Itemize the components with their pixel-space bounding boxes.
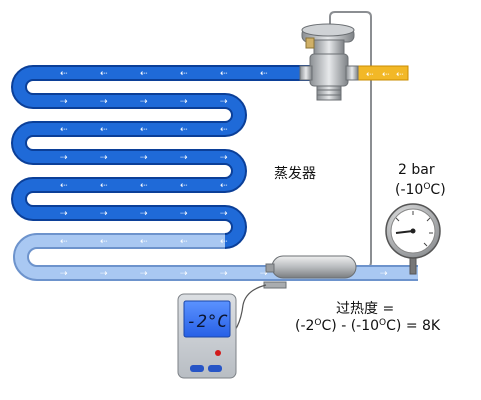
- pressure-temp-close: C): [430, 182, 446, 198]
- flow-arrow: ⇢: [60, 269, 68, 279]
- flow-arrow: ⇢: [380, 269, 388, 279]
- flow-arrow: ⇠: [180, 125, 188, 135]
- flow-arrow: ⇠: [60, 125, 68, 135]
- flow-arrow: ⇠: [180, 237, 188, 247]
- degree-mark: O: [423, 182, 431, 192]
- evaporator-coil: [11, 65, 310, 249]
- flow-arrow: ⇢: [140, 269, 148, 279]
- digital-thermometer: -2°C: [177, 293, 237, 379]
- thermo-button-left[interactable]: [190, 365, 204, 372]
- degree-mark: O: [379, 318, 387, 328]
- pressure-temp-label: (-10OC): [395, 182, 446, 198]
- flow-arrow: ⇢: [220, 97, 228, 107]
- flow-arrow: ⇢: [100, 209, 108, 219]
- flow-arrow: ⇢: [60, 153, 68, 163]
- flow-arrow: ⇠: [220, 125, 228, 135]
- flow-arrow: ⇠: [220, 69, 228, 79]
- sensing-bulb: [265, 255, 357, 279]
- svg-text:⇠: ⇠: [396, 70, 404, 80]
- flow-arrow: ⇠: [220, 181, 228, 191]
- flow-arrow: ⇢: [260, 269, 268, 279]
- eq-part-b: C) - (-10: [321, 318, 380, 334]
- flow-arrow: ⇠: [140, 125, 148, 135]
- flow-arrow: ⇠: [60, 69, 68, 79]
- superheat-title: 过热度 =: [336, 301, 395, 317]
- eq-part-a: (-2: [295, 318, 315, 334]
- thermometer-screen: [183, 300, 231, 338]
- superheat-fill: [15, 235, 418, 279]
- flow-arrow: ⇠: [140, 181, 148, 191]
- flow-arrow: ⇠: [260, 69, 268, 79]
- flow-arrow: ⇠: [140, 69, 148, 79]
- degree-mark: O: [314, 318, 322, 328]
- flow-arrow: ⇠: [60, 181, 68, 191]
- flow-arrow: ⇢: [60, 97, 68, 107]
- flow-arrow: ⇢: [140, 153, 148, 163]
- flow-arrow: ⇠: [60, 237, 68, 247]
- flow-arrow: ⇠: [100, 125, 108, 135]
- flow-arrow: ⇠: [220, 237, 228, 247]
- flow-arrow: ⇠: [180, 69, 188, 79]
- flow-arrow: ⇢: [100, 269, 108, 279]
- flow-arrow: ⇢: [220, 153, 228, 163]
- flow-arrow: ⇢: [220, 269, 228, 279]
- flow-arrow: ⇢: [220, 209, 228, 219]
- pressure-temp-open: (-10: [395, 182, 424, 198]
- thermometer-reading: -2°C: [187, 312, 229, 332]
- flow-arrow: ⇢: [100, 97, 108, 107]
- expansion-valve: [299, 23, 359, 101]
- svg-text:⇠: ⇠: [382, 70, 390, 80]
- flow-arrow: ⇠: [100, 237, 108, 247]
- flow-arrow: ⇢: [180, 269, 188, 279]
- flow-arrow: ⇠: [100, 181, 108, 191]
- flow-arrows: ⇠ ⇠ ⇠ ⇠ ⇠ ⇠ ⇢ ⇢ ⇢ ⇢ ⇢ ⇠ ⇠ ⇠ ⇠ ⇠ ⇢ ⇢ ⇢ ⇢ ⇢ ⇠ ⇠ ⇠ ⇠ ⇠ ⇢ ⇢ ⇢ ⇢ ⇢ ⇠ ⇠ ⇠ ⇠ ⇠ ⇢ ⇢ ⇢ ⇢…: [60, 69, 388, 279]
- flow-arrow: ⇢: [140, 209, 148, 219]
- flow-arrow: ⇢: [180, 153, 188, 163]
- flow-arrow: ⇠: [140, 237, 148, 247]
- eq-part-c: C) = 8K: [386, 318, 441, 334]
- evaporator-label: 蒸发器: [274, 166, 316, 182]
- superheat-equation: (-2OC) - (-10OC) = 8K: [295, 318, 440, 334]
- flow-arrow: ⇠: [180, 181, 188, 191]
- thermo-button-right[interactable]: [208, 365, 222, 372]
- flow-arrow: ⇠: [100, 69, 108, 79]
- flow-arrow: ⇢: [180, 97, 188, 107]
- power-led: [215, 350, 221, 356]
- flow-arrow: ⇢: [60, 209, 68, 219]
- pressure-gauge: [385, 203, 441, 275]
- svg-text:⇠: ⇠: [366, 70, 374, 80]
- flow-arrow: ⇢: [100, 153, 108, 163]
- superheat-section: [13, 233, 418, 281]
- liquid-line: ⇠ ⇠ ⇠: [355, 65, 409, 81]
- coil-fill: [13, 67, 310, 247]
- flow-arrow: ⇢: [180, 209, 188, 219]
- flow-arrow: ⇢: [140, 97, 148, 107]
- pressure-label: 2 bar: [398, 162, 435, 178]
- gauge-needle: [395, 230, 414, 234]
